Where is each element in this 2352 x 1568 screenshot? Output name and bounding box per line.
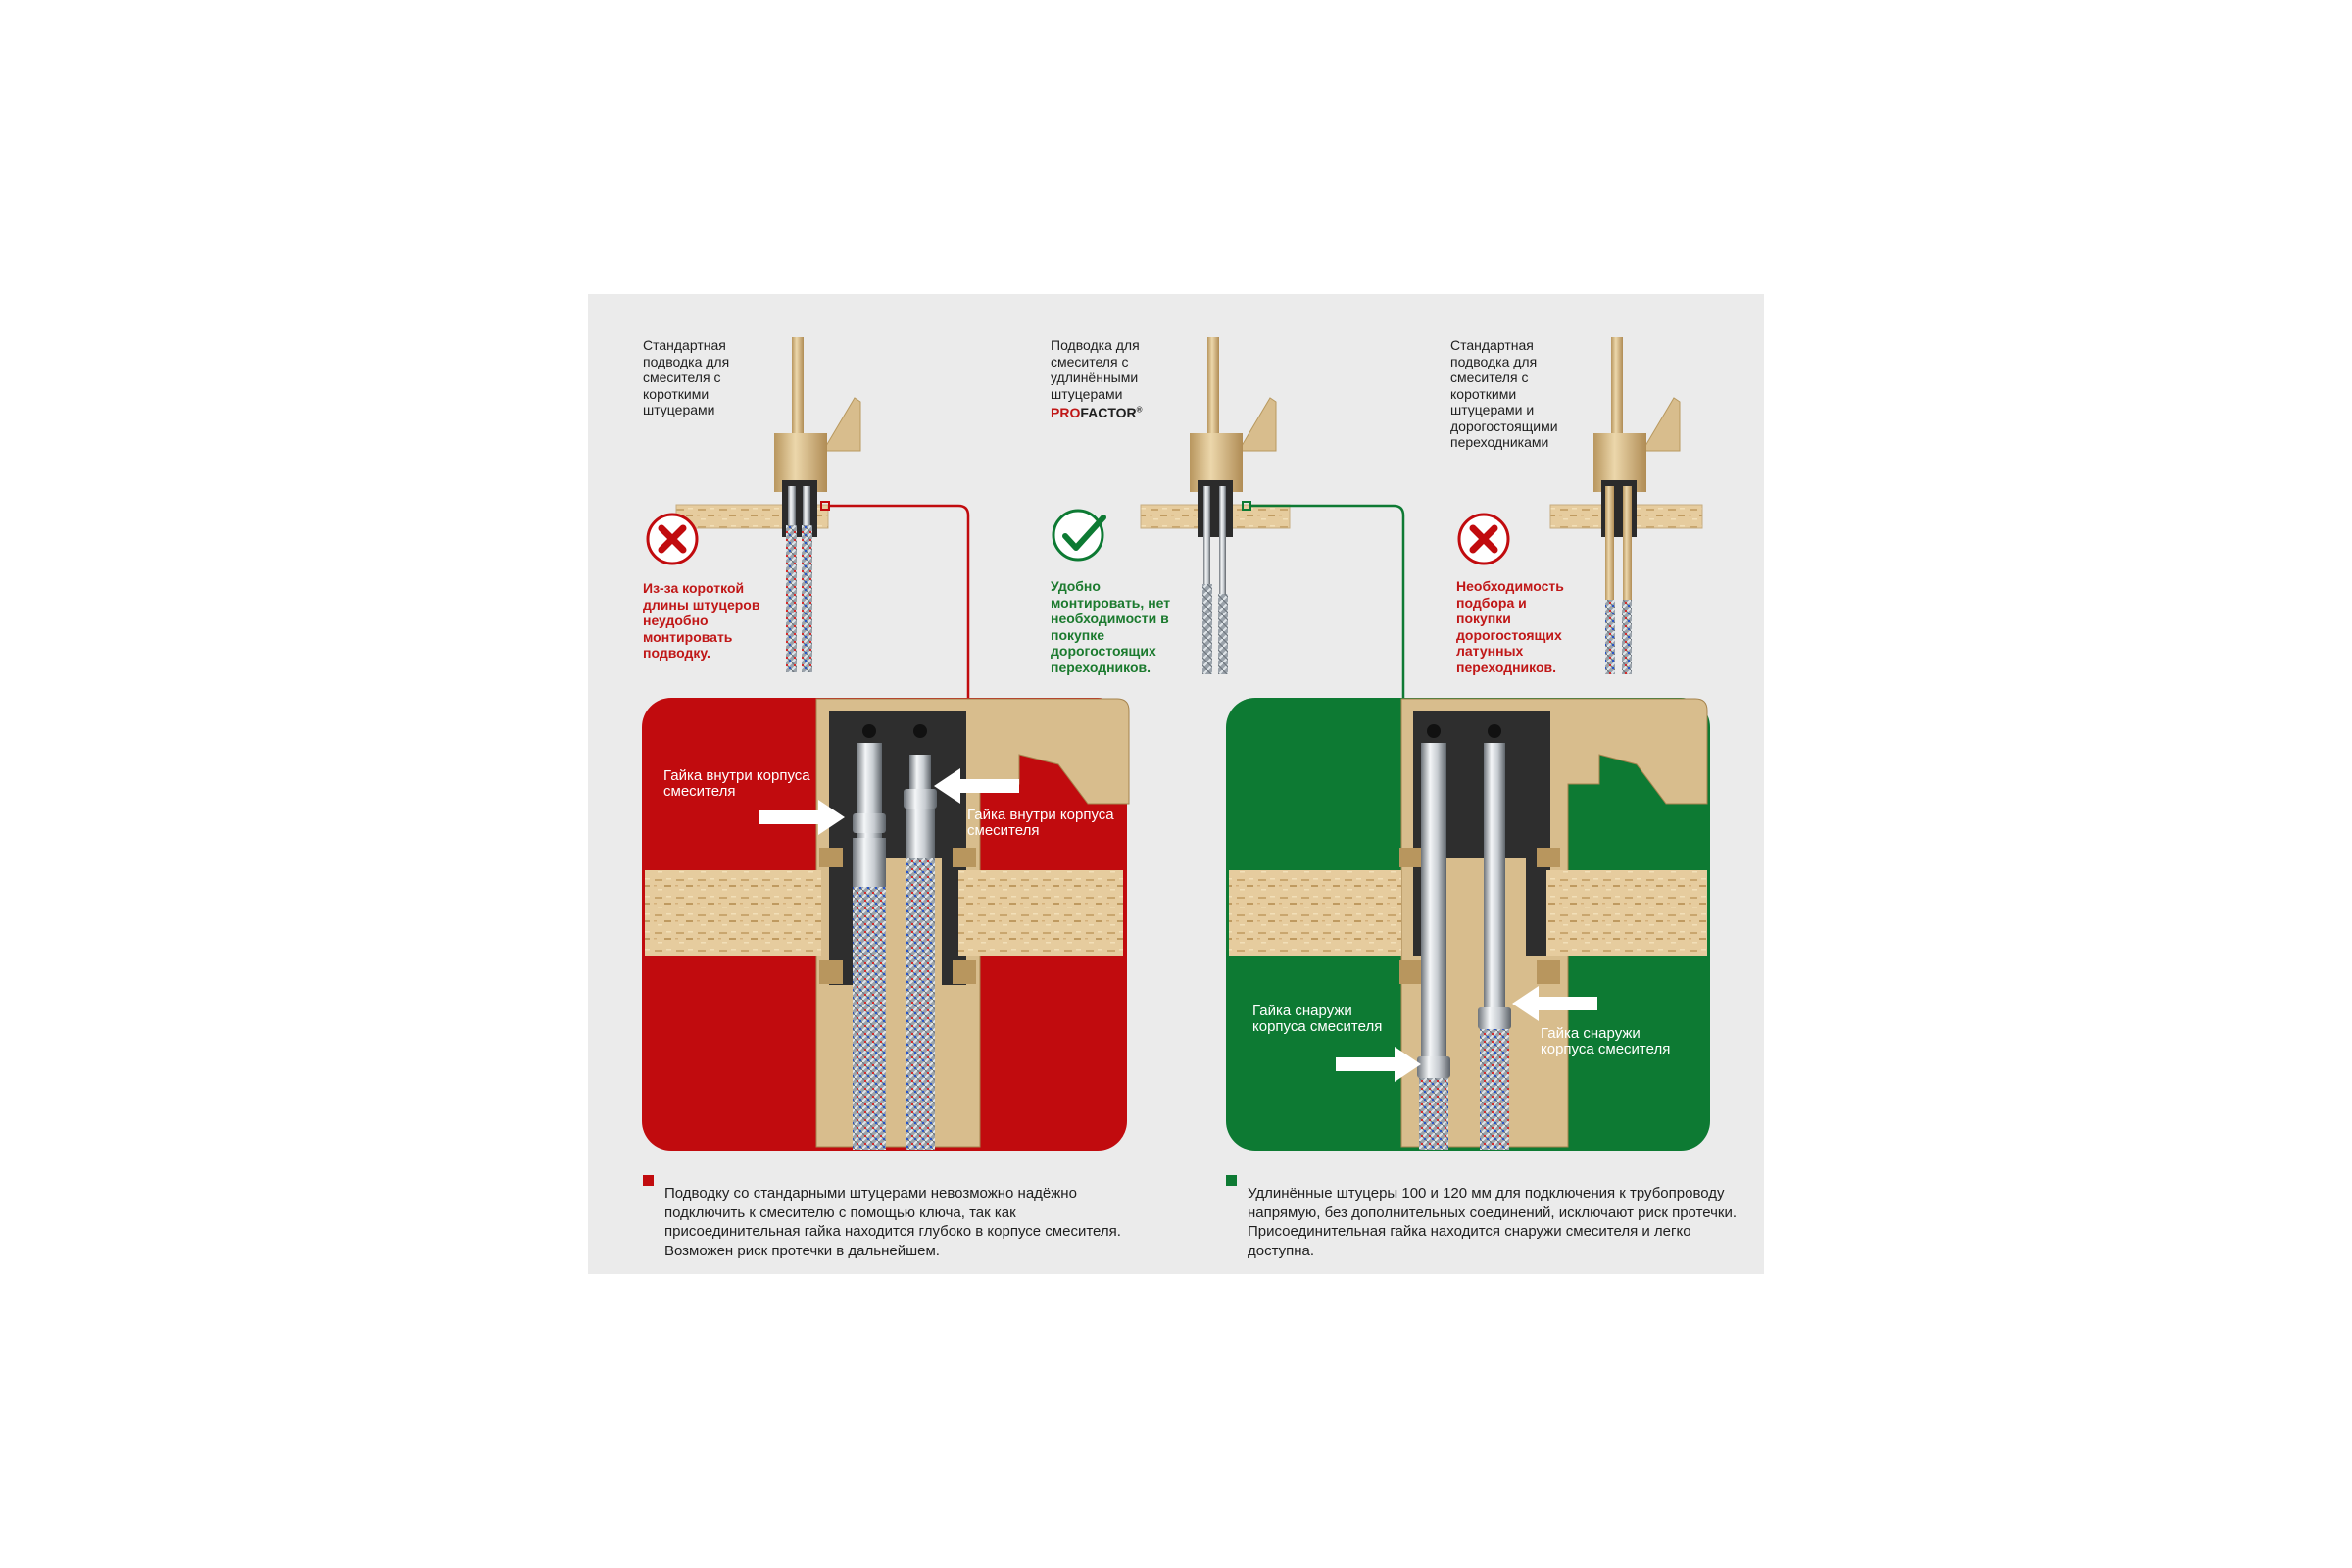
result-profactor: Удобно монтировать, нет необходимости в … bbox=[1051, 578, 1171, 675]
label-nut-inside-right: Гайка внутри корпуса смесителя bbox=[967, 807, 1114, 839]
label-nut-outside-left: Гайка снаружи корпуса смесителя bbox=[1252, 1003, 1383, 1035]
caption-profactor-text: Подводка для смесителя с удлинёнными шту… bbox=[1051, 337, 1140, 402]
caption-adapters: Стандартная подводка для смесителя с кор… bbox=[1450, 337, 1558, 450]
brand-logo: PROFACTOR® bbox=[1051, 405, 1143, 420]
brand-prefix: PRO bbox=[1051, 404, 1081, 420]
brand-suffix: FACTOR bbox=[1080, 404, 1137, 420]
brand-mark: ® bbox=[1136, 405, 1143, 414]
diagram-artwork bbox=[642, 337, 1710, 1186]
note-bad: Подводку со стандарными штуцерами невозм… bbox=[664, 1185, 1121, 1259]
cross-icon bbox=[1457, 513, 1510, 565]
mixer-diagram-standard bbox=[675, 337, 861, 672]
connector-good bbox=[1242, 501, 1405, 702]
note-good: Удлинённые штуцеры 100 и 120 мм для подк… bbox=[1248, 1185, 1738, 1259]
infographic-panel: Стандартная подводка для смесителя с кор… bbox=[588, 294, 1764, 1274]
result-standard: Из-за короткой длины штуцеров неудобно м… bbox=[643, 580, 760, 661]
mixer-diagram-adapters bbox=[1549, 337, 1703, 674]
bullet-bad bbox=[643, 1175, 654, 1186]
connector-bad bbox=[820, 501, 970, 702]
caption-standard: Стандартная подводка для смесителя с кор… bbox=[643, 337, 730, 417]
caption-profactor: Подводка для смесителя с удлинёнными шту… bbox=[1051, 337, 1173, 420]
result-adapters: Необходимость подбора и покупки дорогост… bbox=[1456, 578, 1564, 675]
cross-icon bbox=[646, 513, 699, 565]
label-nut-outside-right: Гайка снаружи корпуса смесителя bbox=[1541, 1025, 1671, 1057]
mixer-diagram-profactor bbox=[1140, 337, 1291, 674]
detail-card-good bbox=[1226, 698, 1710, 1151]
label-nut-inside-left: Гайка внутри корпуса смесителя bbox=[663, 767, 810, 800]
check-icon bbox=[1052, 509, 1106, 562]
detail-card-bad bbox=[642, 698, 1130, 1151]
bullet-good bbox=[1226, 1175, 1237, 1186]
